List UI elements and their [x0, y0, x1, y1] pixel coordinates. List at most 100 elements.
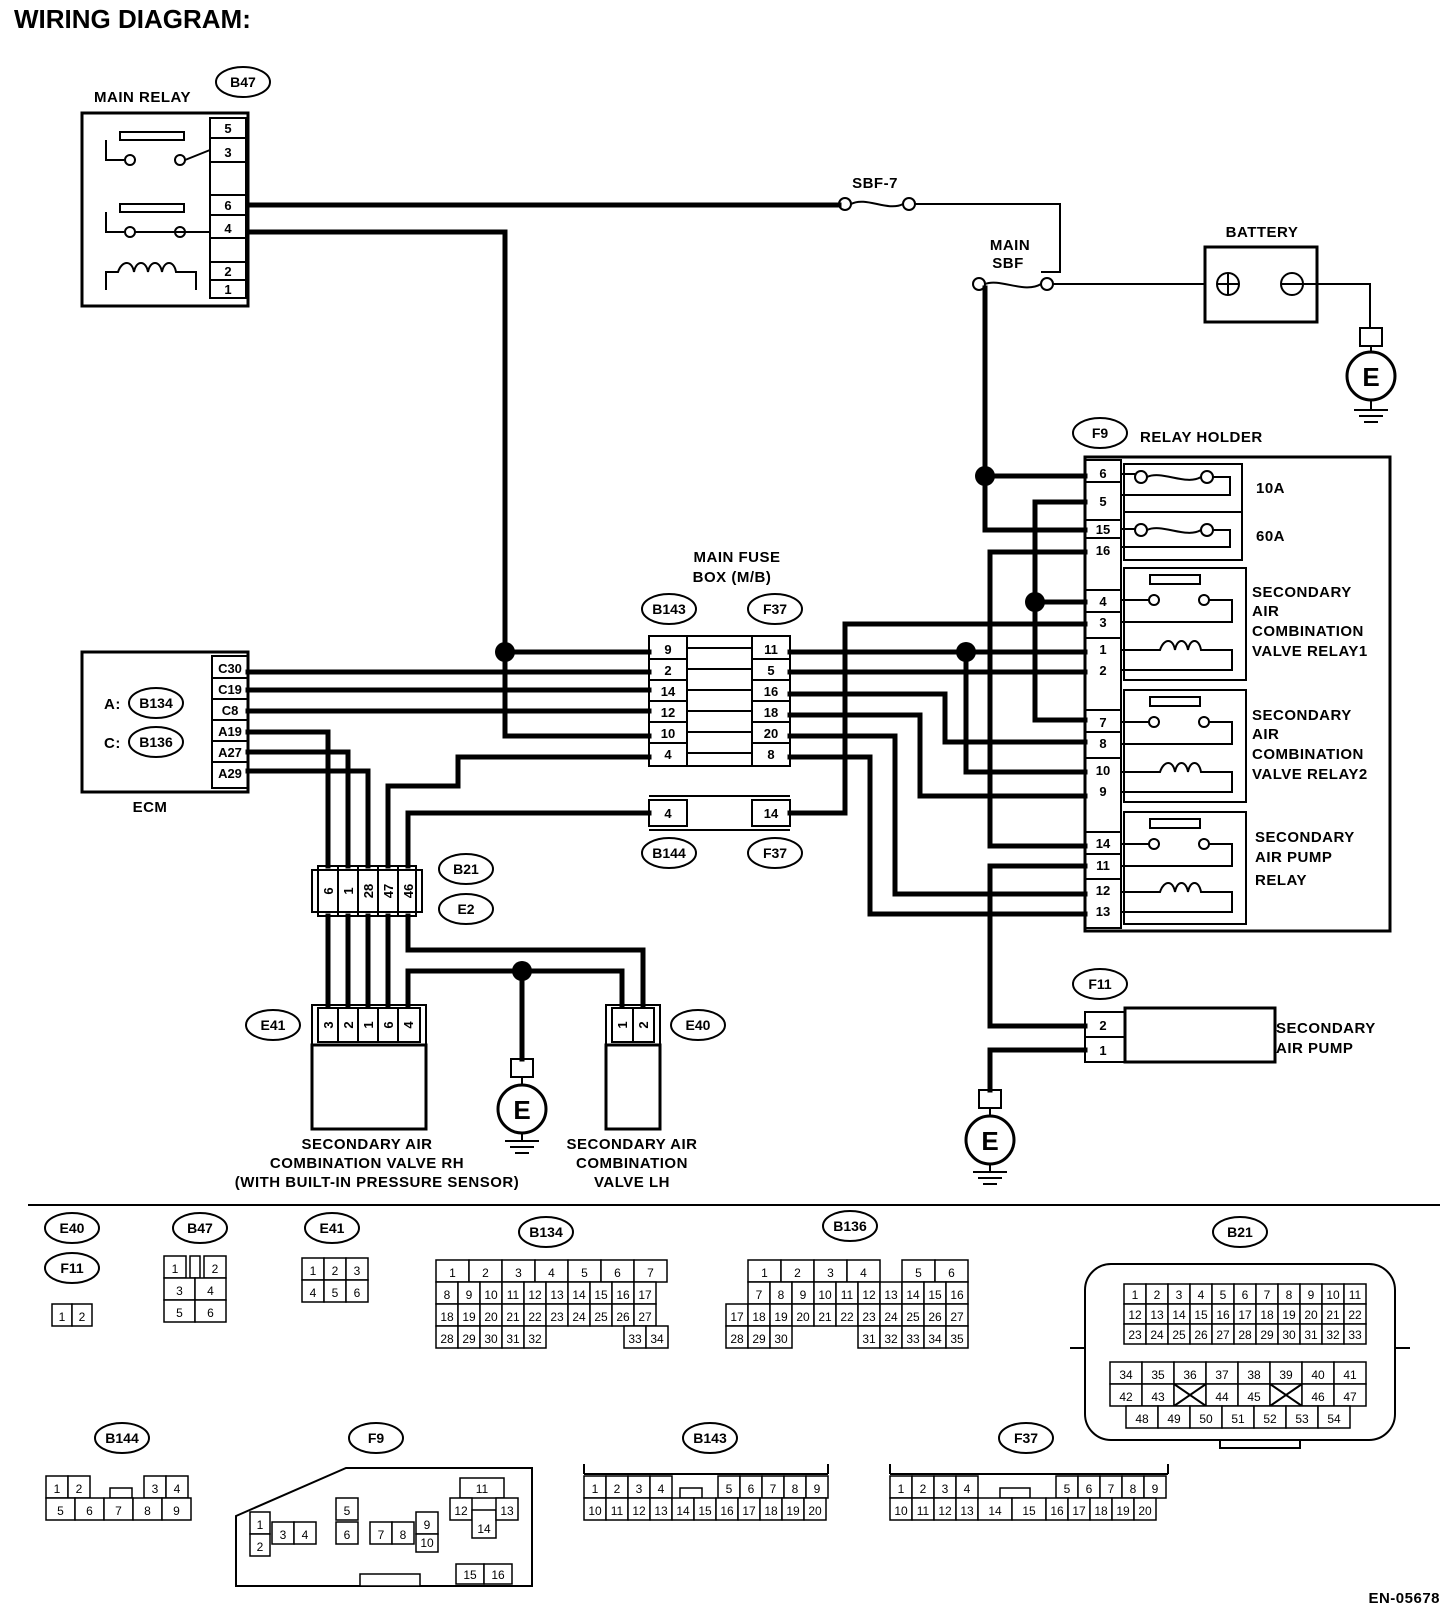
face-f9-pin: 2: [257, 1540, 264, 1554]
ground-symbol-valves: E: [496, 1058, 548, 1154]
face-b21-pin: 36: [1183, 1368, 1197, 1382]
e41-pin-6: 6: [381, 1021, 396, 1028]
face-b143-pin: 6: [748, 1482, 755, 1496]
connector-tag-e40: [670, 1009, 726, 1041]
b21-pin-46: 46: [401, 884, 416, 898]
relay-holder-body: [1083, 455, 1392, 933]
pump-relay-label-2: AIR PUMP: [1255, 849, 1332, 866]
b144-pin-4: 4: [664, 806, 672, 821]
ecm-pin-a19: A19: [218, 724, 242, 739]
face-f37-pin: 12: [938, 1504, 952, 1518]
valve-rh-label-2: COMBINATION VALVE RH: [270, 1155, 464, 1172]
face-b134-pin: 34: [650, 1332, 664, 1346]
f9-pin-14: 14: [1096, 836, 1111, 851]
face-b134-pin: 3: [515, 1266, 522, 1280]
b143-pin-4: 4: [664, 747, 672, 762]
face-b134-pin: 18: [440, 1310, 454, 1324]
face-b134-pin: 14: [572, 1288, 586, 1302]
face-b144-pin: 4: [174, 1482, 181, 1496]
face-b134-pin: 21: [506, 1310, 520, 1324]
e40-pin-1: 1: [615, 1021, 630, 1028]
relay1-label-3: COMBINATION: [1252, 623, 1364, 640]
face-b21-pin: 11: [1349, 1288, 1362, 1302]
f9-pin-6: 6: [1099, 466, 1106, 481]
face-e40-pin: 2: [79, 1310, 86, 1324]
face-tag-b134: [518, 1216, 574, 1248]
face-b143-pin: 2: [614, 1482, 621, 1496]
f37-pin-5: 5: [767, 663, 774, 678]
face-b136-pin: 19: [774, 1310, 788, 1324]
face-tag-b134-text: B134: [529, 1224, 563, 1240]
face-b144-pin: 7: [115, 1504, 122, 1518]
face-tag-b136: [822, 1210, 878, 1242]
air-pump-body: [1123, 1006, 1277, 1064]
valve-rh: E41 3 2 1 6 4 SECONDARY AIR COMBINATION …: [235, 1004, 519, 1191]
face-f9-cell: [391, 1521, 415, 1545]
face-e41-pin: 6: [354, 1286, 361, 1300]
face-e40-cell: [71, 1303, 93, 1327]
main-relay-pin-5: 5: [224, 121, 231, 136]
face-b136-cell: [945, 1325, 969, 1349]
pump-relay-label-3: RELAY: [1255, 872, 1307, 889]
ecm-pin-c8: C8: [222, 703, 239, 718]
face-b134-pin: 26: [616, 1310, 630, 1324]
face-b134-pin: 24: [572, 1310, 586, 1324]
f37-pin-20: 20: [764, 726, 778, 741]
face-e41-pin: 1: [310, 1264, 317, 1278]
e40-pin-2: 2: [636, 1021, 651, 1028]
connector-tag-e41-text: E41: [261, 1017, 286, 1033]
face-b134-pin: 9: [466, 1288, 473, 1302]
face-tag-f11: [44, 1252, 100, 1284]
face-tag-b144: [94, 1422, 150, 1454]
relay1-label-1: SECONDARY: [1252, 584, 1352, 601]
face-b21-pin: 31: [1304, 1328, 1318, 1342]
face-b134-pin: 19: [462, 1310, 476, 1324]
face-b136-pin: 8: [778, 1288, 785, 1302]
face-b143-pin: 20: [808, 1504, 822, 1518]
valve-lh-label-2: COMBINATION: [576, 1155, 688, 1172]
face-tag-b143: [682, 1422, 738, 1454]
face-b21-pin: 33: [1348, 1328, 1362, 1342]
f11-pin-1: 1: [1099, 1043, 1106, 1058]
face-f9-cell: [471, 1509, 497, 1539]
face-tag-f9: [348, 1422, 404, 1454]
face-b134-pin: 17: [638, 1288, 652, 1302]
face-b21-pin: 22: [1348, 1308, 1362, 1322]
face-f9-pin: 14: [477, 1522, 491, 1536]
face-b21-pin: 47: [1343, 1390, 1357, 1404]
battery-label: BATTERY: [1226, 224, 1299, 241]
face-b134-pin: 10: [484, 1288, 498, 1302]
relay2-label-3: COMBINATION: [1252, 746, 1364, 763]
f9-pin-15: 15: [1096, 522, 1110, 537]
valve-lh: E40 1 2 SECONDARY AIR COMBINATION VALVE …: [567, 1004, 726, 1191]
face-b136-pin: 27: [950, 1310, 964, 1324]
face-b143-pin: 12: [632, 1504, 646, 1518]
face-tag-f9-text: F9: [368, 1430, 385, 1446]
face-b21-pin: 43: [1151, 1390, 1165, 1404]
relay-holder: F9 RELAY HOLDER 6 5 15 16 4 3 1 2 7: [1072, 417, 1392, 933]
face-b21-pin: 9: [1308, 1288, 1315, 1302]
f9-pin-2: 2: [1099, 663, 1106, 678]
face-b21-pin: 6: [1242, 1288, 1249, 1302]
face-b136-pin: 30: [774, 1332, 788, 1346]
f11-pin-2: 2: [1099, 1018, 1106, 1033]
face-b134-pin: 23: [550, 1310, 564, 1324]
face-tag-b144-text: B144: [105, 1430, 139, 1446]
face-b136-pin: 25: [906, 1310, 920, 1324]
face-b21-pin: 34: [1119, 1368, 1133, 1382]
valve-lh-label-3: VALVE LH: [594, 1174, 670, 1191]
face-b21-pin: 32: [1326, 1328, 1340, 1342]
pump-relay: SECONDARY AIR PUMP RELAY: [1121, 811, 1354, 925]
face-b21-pin: 51: [1231, 1412, 1245, 1426]
face-b21-pin: 10: [1326, 1288, 1340, 1302]
face-b136-cell: [769, 1325, 793, 1349]
face-b21-pin: 18: [1260, 1308, 1274, 1322]
face-b134-pin: 2: [482, 1266, 489, 1280]
face-b47-pin: 5: [176, 1306, 183, 1320]
face-b47-pin: 6: [207, 1306, 214, 1320]
face-b21-pin: 52: [1263, 1412, 1277, 1426]
connector-tag-b144: [641, 837, 697, 869]
f9-pin-8: 8: [1099, 736, 1106, 751]
face-b21-pin: 7: [1264, 1288, 1271, 1302]
face-b136-pin: 15: [928, 1288, 942, 1302]
